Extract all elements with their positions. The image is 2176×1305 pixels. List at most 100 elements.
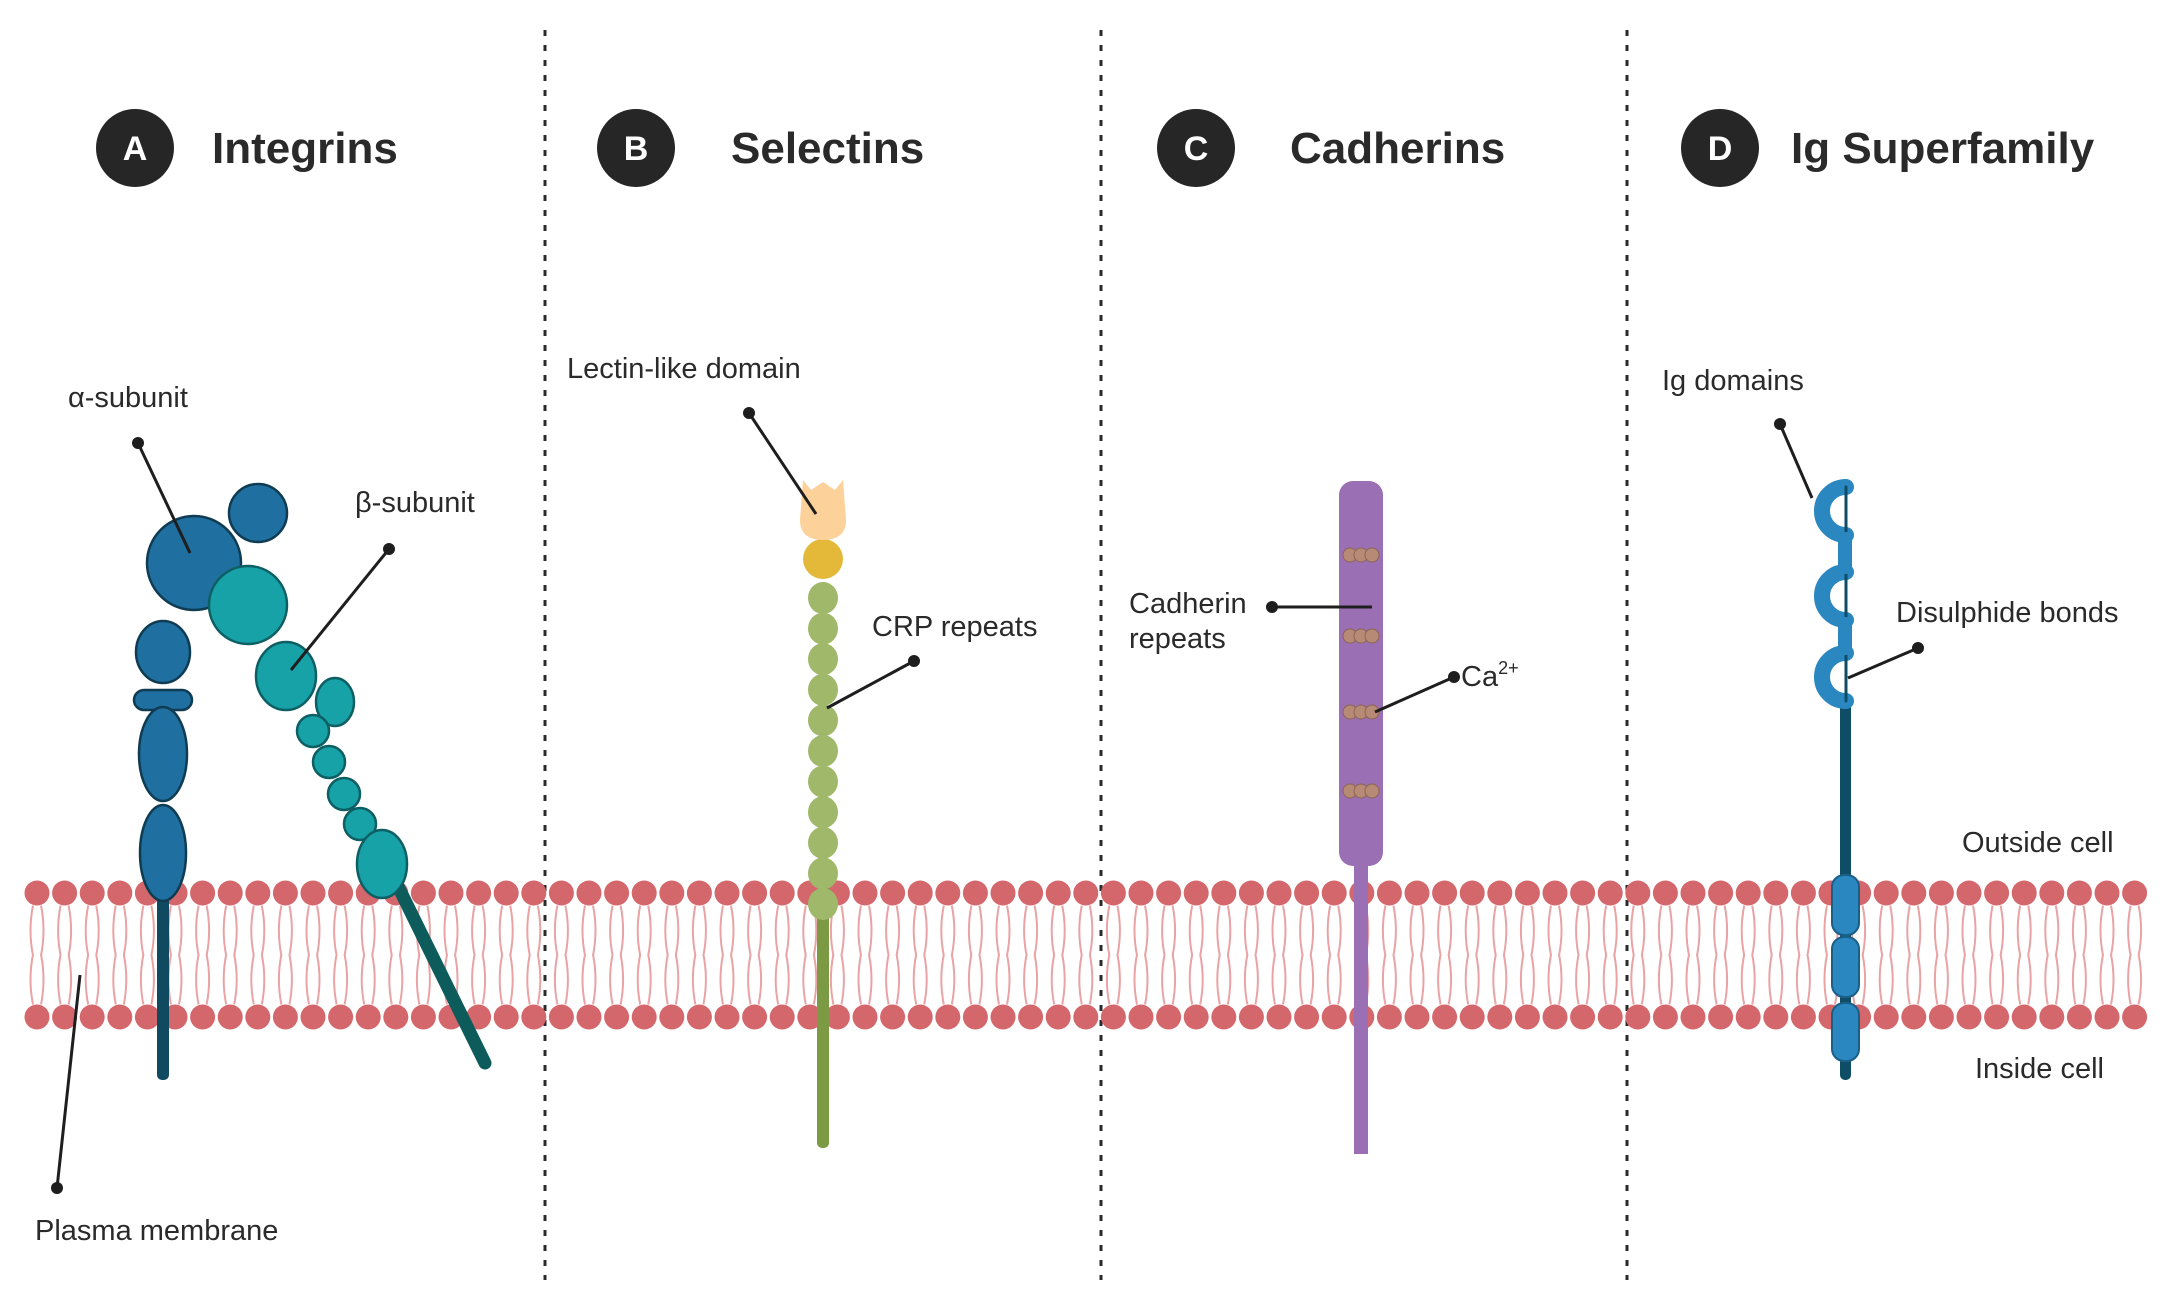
lipid-head-upper	[1018, 880, 1044, 906]
lipid-head-lower	[604, 1004, 630, 1030]
lipid-tail-upper	[581, 905, 597, 956]
lipid-head-upper	[1680, 880, 1706, 906]
lipid-head-upper	[686, 880, 712, 906]
lipid-tail-lower	[1630, 954, 1646, 1005]
selectin-crp-repeat	[808, 582, 838, 614]
lipid-tail-upper	[250, 905, 266, 956]
lipid-tail-lower	[1464, 954, 1480, 1005]
lipid-head-lower	[1708, 1004, 1734, 1030]
lipid-tail-upper	[609, 905, 625, 956]
lipid-tail-upper	[912, 905, 928, 956]
label-alpha-subunit: α-subunit	[68, 382, 188, 414]
panel-title-integrins: Integrins	[212, 124, 398, 173]
lipid-tail-lower	[1299, 954, 1315, 1005]
lipid-tail-upper	[995, 905, 1011, 956]
lipid-tail-lower	[1575, 954, 1591, 1005]
lipid-head-lower	[1542, 1004, 1568, 1030]
lipid-tail-upper	[277, 905, 293, 956]
lipid-head-lower	[355, 1004, 381, 1030]
lipid-tail-lower	[581, 954, 597, 1005]
lipid-head-lower	[1432, 1004, 1458, 1030]
lipid-tail-upper	[2016, 905, 2032, 956]
leader-dot-plasma-membrane	[51, 1182, 63, 1194]
lipid-head-lower	[824, 1004, 850, 1030]
lipid-tail-upper	[1133, 905, 1149, 956]
integrin-alpha-domain-3	[138, 803, 188, 903]
lipid-tail-lower	[112, 954, 128, 1005]
lipid-head-lower	[134, 1004, 160, 1030]
lipid-head-upper	[576, 880, 602, 906]
lipid-head-lower	[1404, 1004, 1430, 1030]
lipid-head-upper	[1597, 880, 1623, 906]
integrin-alpha-subunit	[132, 482, 289, 903]
lipid-head-lower	[797, 1004, 823, 1030]
ig-transmembrane-segments	[1831, 874, 1860, 1062]
ig-tm-segment-3	[1831, 1002, 1860, 1062]
lipid-tail-lower	[498, 954, 514, 1005]
lipid-tail-lower	[1133, 954, 1149, 1005]
lipid-tail-upper	[664, 905, 680, 956]
leader-dot-cadherin-repeats	[1266, 601, 1278, 613]
lipid-tail-upper	[885, 905, 901, 956]
lipid-tail-lower	[802, 954, 818, 1005]
lipid-tail-lower	[2016, 954, 2032, 1005]
lipid-head-lower	[1984, 1004, 2010, 1030]
lipid-head-lower	[1211, 1004, 1237, 1030]
lipid-head-lower	[714, 1004, 740, 1030]
label-plasma-membrane: Plasma membrane	[35, 1215, 278, 1247]
leader-dot-lectin-like-domain	[743, 407, 755, 419]
lipid-head-lower	[1459, 1004, 1485, 1030]
leader-disulphide-bonds	[1847, 646, 1919, 680]
badge-d	[1681, 109, 1759, 187]
lipid-tail-upper	[1078, 905, 1094, 956]
selectin-crp-repeat	[808, 888, 838, 920]
lipid-head-upper	[1873, 880, 1899, 906]
lipid-head-lower	[1790, 1004, 1816, 1030]
lipid-head-lower	[769, 1004, 795, 1030]
integrin-beta-tail	[355, 828, 409, 900]
integrin-alpha-domain-2	[137, 705, 189, 803]
lipid-tail-upper	[360, 905, 376, 956]
lipid-head-lower	[2094, 1004, 2120, 1030]
lipid-tail-lower	[1243, 954, 1259, 1005]
lipid-tail-lower	[664, 954, 680, 1005]
lipid-tail-lower	[415, 954, 431, 1005]
lipid-tail-lower	[719, 954, 735, 1005]
lipid-tail-upper	[1188, 905, 1204, 956]
lipid-tail-lower	[29, 954, 45, 1005]
lipid-head-lower	[1928, 1004, 1954, 1030]
integrin-beta-head	[207, 564, 289, 646]
badge-a	[96, 109, 174, 187]
lipid-tail-upper	[1271, 905, 1287, 956]
lipid-head-lower	[272, 1004, 298, 1030]
lipid-head-lower	[907, 1004, 933, 1030]
lipid-tail-upper	[305, 905, 321, 956]
lipid-head-upper	[1100, 880, 1126, 906]
selectin-crp-repeat	[808, 704, 838, 737]
selectin-egf-domain	[803, 539, 843, 579]
lipid-tail-upper	[1740, 905, 1756, 956]
lipid-tail-lower	[1657, 954, 1673, 1005]
leader-dot-calcium	[1448, 671, 1460, 683]
label-calcium: Ca2+	[1461, 658, 1519, 693]
integrin-beta-stalk	[383, 863, 492, 1070]
lipid-tail-lower	[222, 954, 238, 1005]
panel-header-b: B Selectins	[597, 109, 924, 187]
label-ig-domains: Ig domains	[1662, 365, 1804, 397]
badge-c	[1157, 109, 1235, 187]
lipid-head-lower	[880, 1004, 906, 1030]
lipid-tail-lower	[995, 954, 1011, 1005]
lipid-tail-upper	[1326, 905, 1342, 956]
badge-b-letter: B	[624, 130, 649, 168]
lipid-tail-lower	[1381, 954, 1397, 1005]
lipid-tail-upper	[1464, 905, 1480, 956]
panel-header-a: A Integrins	[96, 109, 398, 187]
lipid-head-lower	[300, 1004, 326, 1030]
badge-a-letter: A	[123, 130, 148, 168]
lipid-tail-lower	[1437, 954, 1453, 1005]
lipid-head-upper	[52, 880, 78, 906]
lipid-head-lower	[79, 1004, 105, 1030]
lipid-tail-upper	[1575, 905, 1591, 956]
integrin-beta-egf-1	[295, 713, 331, 749]
calcium-ion	[1364, 628, 1380, 644]
